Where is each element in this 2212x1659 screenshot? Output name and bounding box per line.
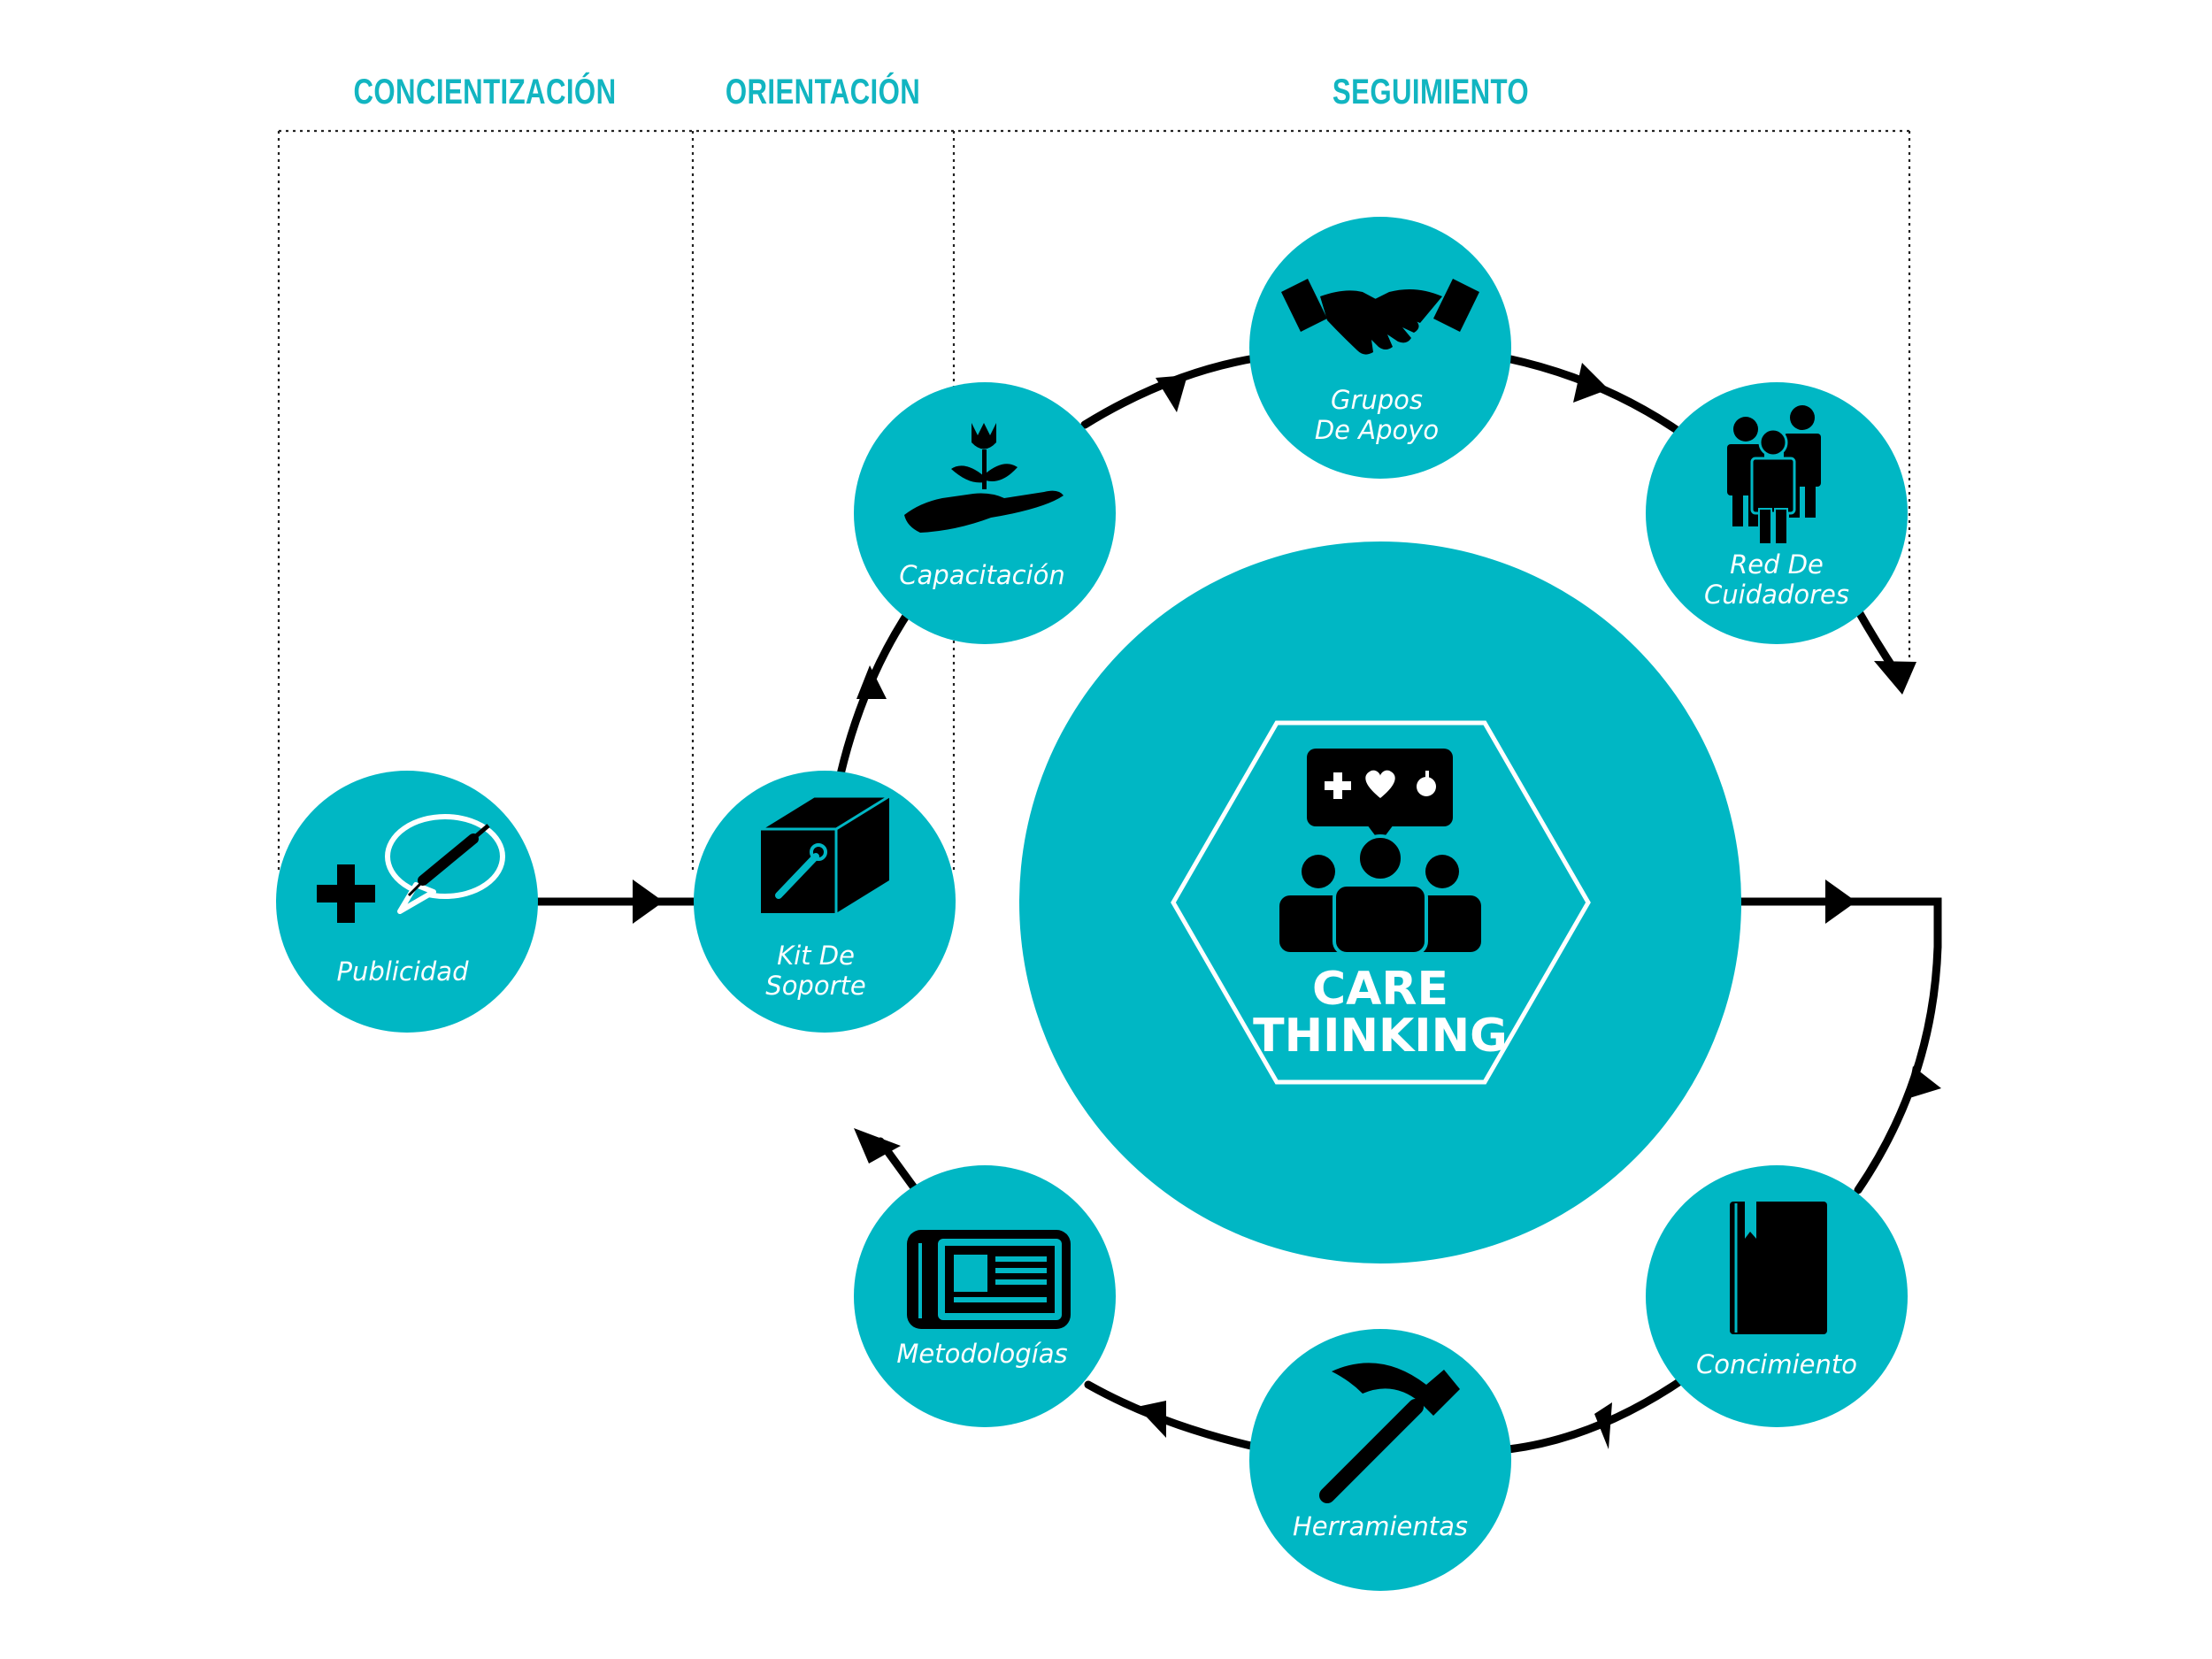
- node-publicidad: Publicidad: [276, 771, 538, 1033]
- people-icon: [1279, 834, 1481, 956]
- phase-seguimiento: SEGUIMIENTO: [1332, 73, 1530, 111]
- label-grupos-l2: De Apoyo: [1315, 415, 1439, 445]
- node-concimiento: Concimiento: [1646, 1165, 1908, 1427]
- arrowhead: [1825, 879, 1856, 924]
- label-herramientas: Herramientas: [1293, 1511, 1468, 1541]
- arrowhead: [856, 665, 887, 699]
- node-metodologias: Metodologías: [854, 1165, 1116, 1427]
- phase-concientizacion: CONCIENTIZACIÓN: [353, 73, 617, 111]
- label-publicidad: Publicidad: [337, 956, 470, 987]
- node-kit-de-soporte: Kit De Soporte: [694, 771, 956, 1033]
- arrowhead: [1874, 661, 1916, 695]
- toolbox-wrench-icon: [756, 795, 895, 913]
- label-red-l2: Cuidadores: [1704, 580, 1849, 610]
- node-grupos-de-apoyo: Grupos De Apoyo: [1249, 217, 1511, 479]
- care-thinking-hub: CARE THINKING: [1019, 541, 1741, 1263]
- label-metodologias: Metodologías: [896, 1339, 1067, 1369]
- flow-arrowheads: [633, 363, 1941, 1449]
- arrowhead: [1907, 1066, 1941, 1099]
- newspaper-icon: [907, 1230, 1071, 1329]
- arrowhead: [1156, 375, 1187, 412]
- label-kit-l2: Soporte: [765, 971, 865, 1001]
- arrowhead: [633, 879, 664, 924]
- label-concimiento: Concimiento: [1696, 1349, 1857, 1379]
- arrowhead: [1137, 1401, 1166, 1438]
- hammer-icon: [1319, 1363, 1460, 1503]
- label-grupos-l1: Grupos: [1331, 385, 1423, 415]
- people-group-icon: [1727, 405, 1821, 545]
- speech-bubble-icon: [1307, 749, 1453, 842]
- label-capacitacion: Capacitación: [899, 560, 1064, 590]
- hand-plant-icon: [904, 423, 1064, 533]
- arrowhead: [854, 1128, 901, 1164]
- arrowhead: [1594, 1402, 1612, 1449]
- node-red-de-cuidadores: Red De Cuidadores: [1646, 382, 1908, 644]
- label-red-l1: Red De: [1730, 549, 1824, 580]
- label-kit-l1: Kit De: [777, 941, 855, 971]
- handshake-icon: [1281, 279, 1479, 355]
- center-title-line1: CARE: [1312, 963, 1448, 1016]
- syringe-speech-icon: [317, 814, 505, 923]
- book-icon: [1730, 1202, 1827, 1334]
- center-title-line2: THINKING: [1253, 1010, 1508, 1063]
- node-capacitacion: Capacitación: [854, 382, 1116, 644]
- arrowhead: [1573, 363, 1609, 403]
- phase-orientacion: ORIENTACIÓN: [725, 73, 921, 111]
- node-herramientas: Herramientas: [1249, 1329, 1511, 1591]
